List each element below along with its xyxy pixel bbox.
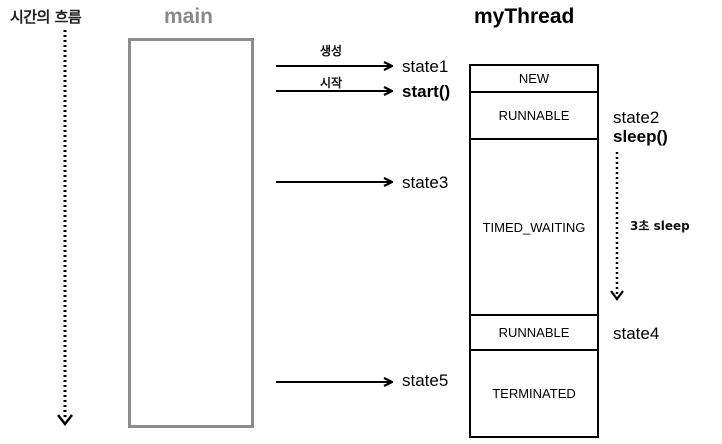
time-flow-arrowhead (57, 414, 73, 427)
main-thread-title: main (164, 5, 214, 28)
state2-label: state2 (613, 108, 660, 127)
mythread-state-column: NEW RUNNABLE TIMED_WAITING RUNNABLE TERM… (469, 64, 599, 438)
main-thread-box (128, 38, 254, 428)
state-timed-waiting: TIMED_WAITING (471, 140, 597, 316)
start-label: 시작 (320, 76, 343, 90)
state1-label: state1 (402, 57, 449, 76)
state5-label: state5 (402, 371, 449, 390)
sleep-arrowhead (610, 290, 624, 301)
sleep-duration-label: 3초 sleep (630, 219, 690, 233)
mythread-title: myThread (474, 5, 575, 28)
start-call-label: start() (402, 82, 451, 101)
state-terminated: TERMINATED (492, 386, 576, 401)
state-runnable-1: RUNNABLE (471, 93, 597, 140)
state3-label: state3 (402, 173, 449, 192)
state-new: NEW (471, 66, 597, 93)
state4-label: state4 (613, 324, 660, 343)
state-runnable-2: RUNNABLE (471, 316, 597, 351)
sleep-call-label: sleep() (613, 127, 668, 146)
time-flow-label: 시간의 흐름 (10, 8, 82, 26)
create-label: 생성 (320, 44, 343, 58)
